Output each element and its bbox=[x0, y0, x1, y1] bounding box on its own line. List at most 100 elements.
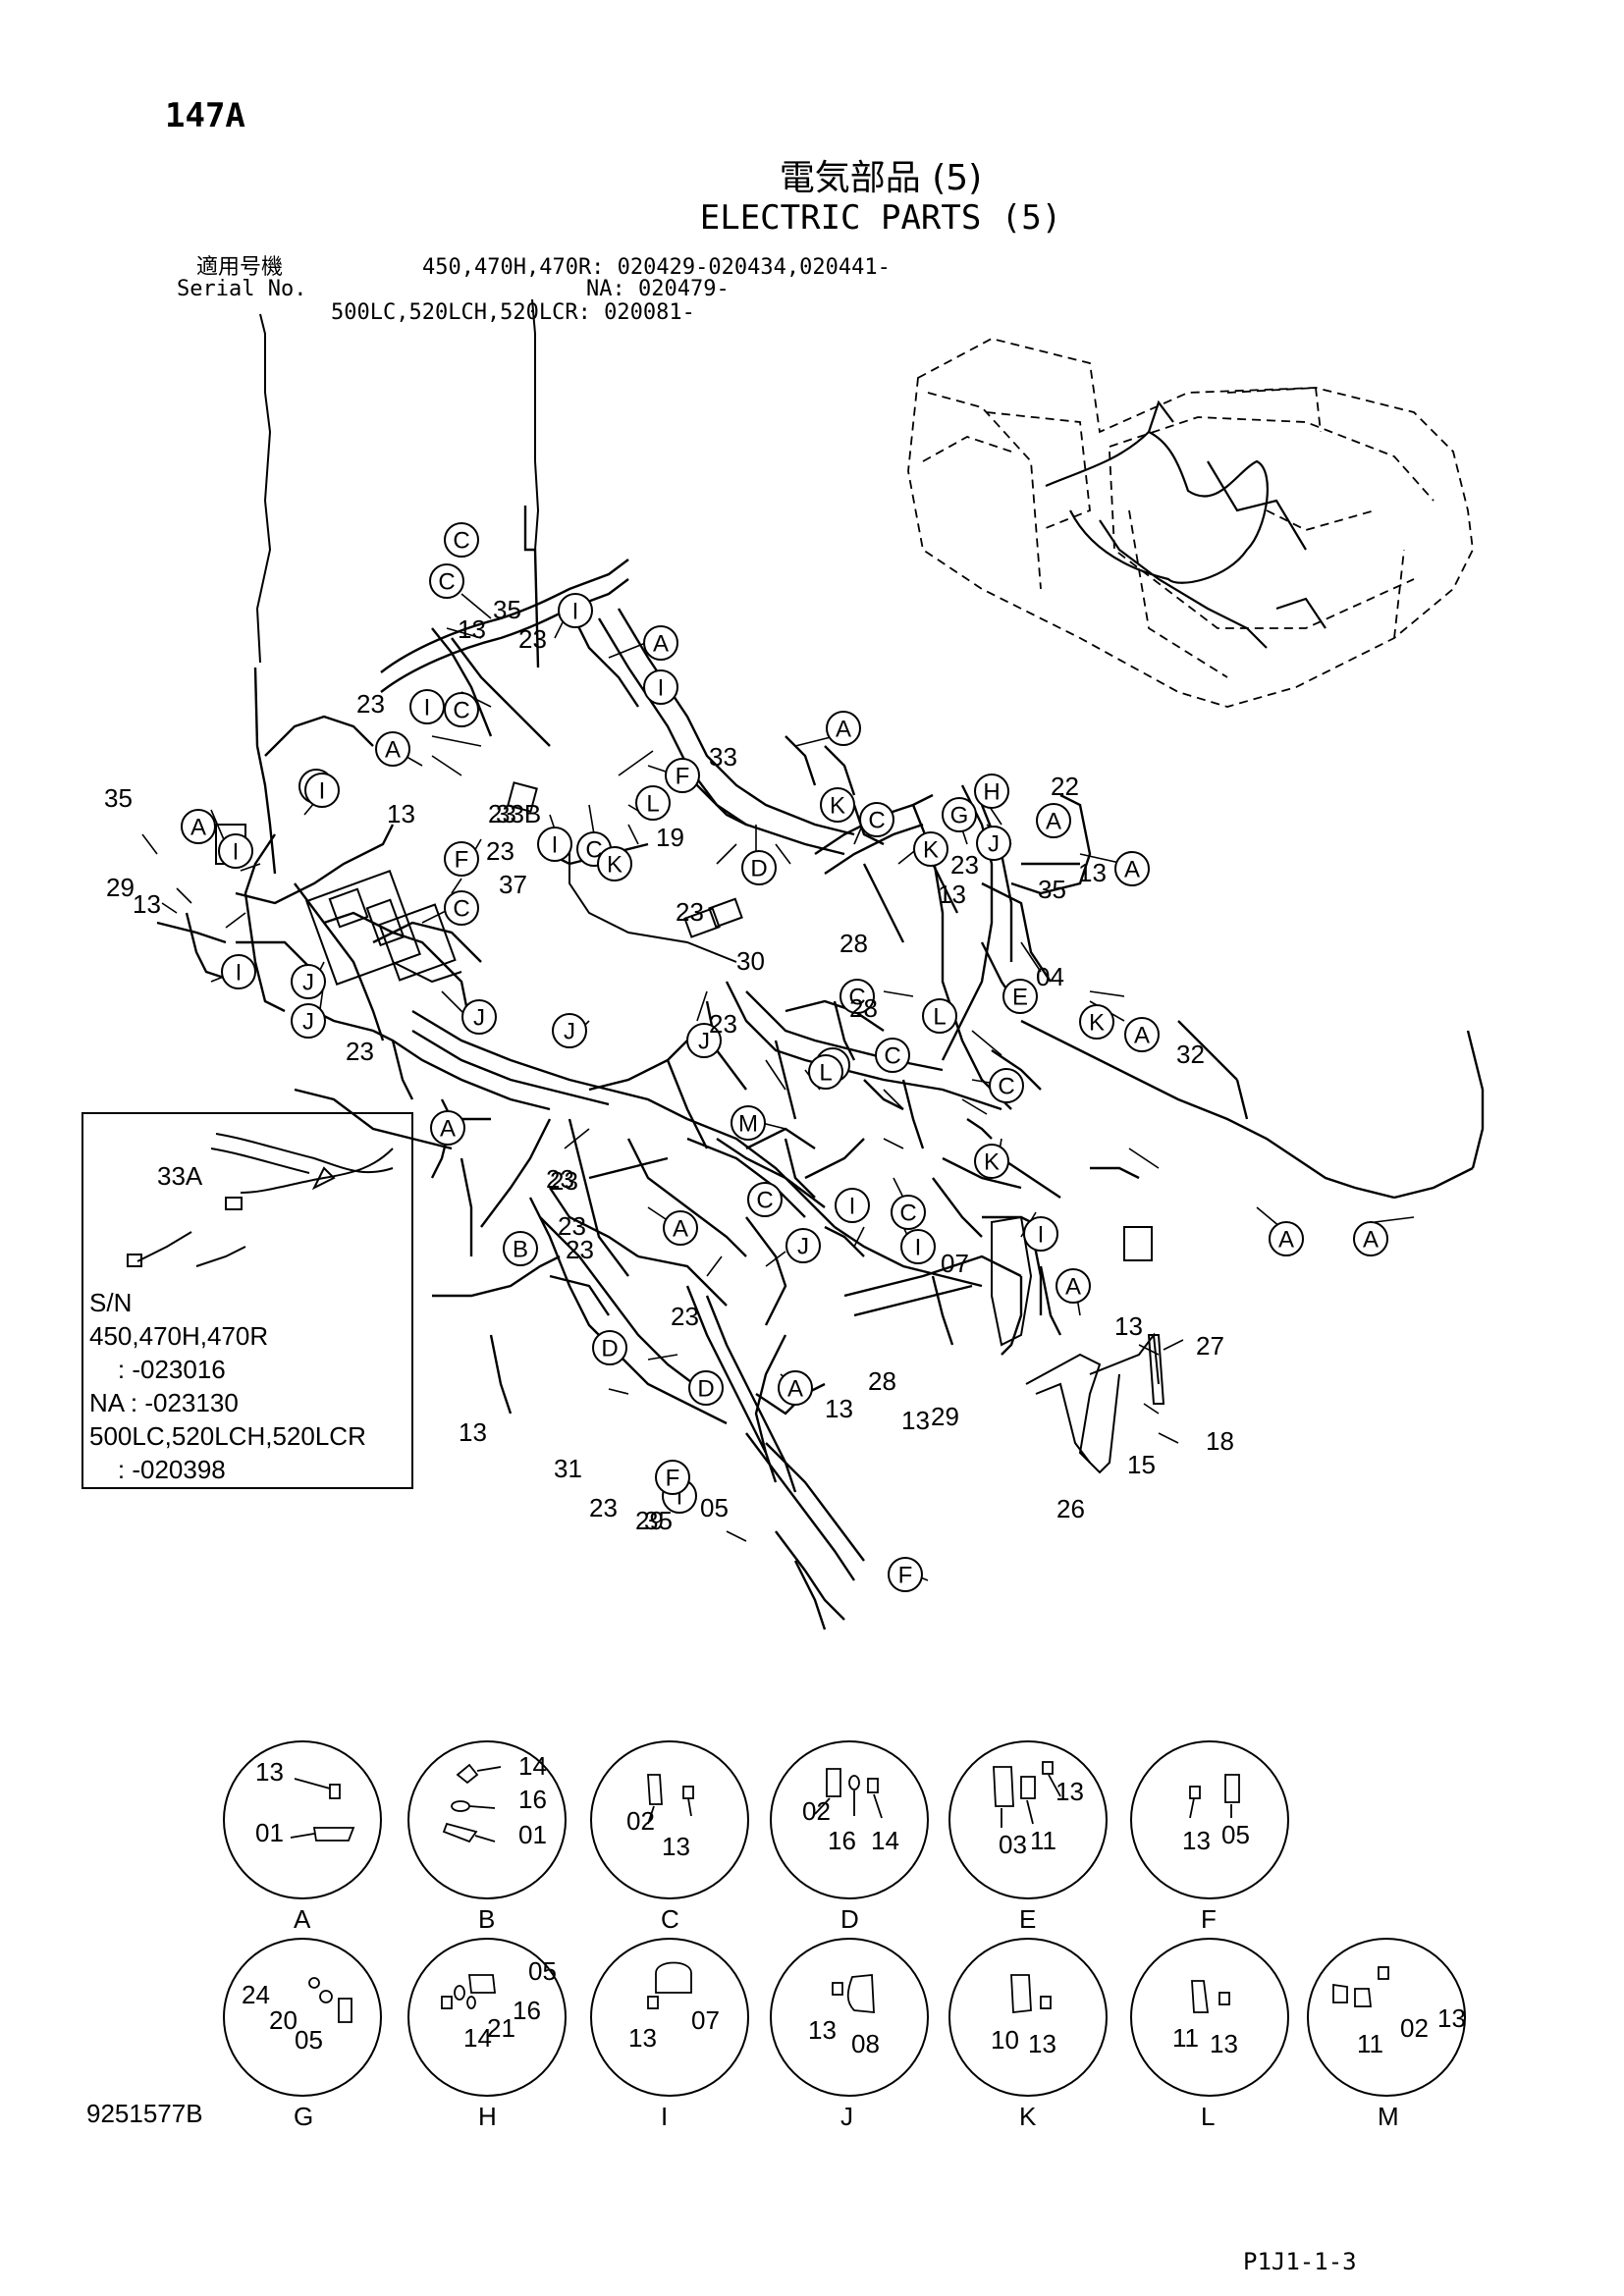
detail-circle-a bbox=[223, 1740, 382, 1899]
part-number-label: 15 bbox=[1127, 1450, 1156, 1479]
serial-line-2: NA: 020479- bbox=[586, 277, 730, 301]
callout-a: A bbox=[1056, 1268, 1091, 1304]
detail-part-label: 13 bbox=[628, 2023, 657, 2053]
callout-j: J bbox=[291, 964, 326, 999]
part-number-label: 28 bbox=[849, 993, 878, 1023]
callout-f: F bbox=[665, 758, 700, 793]
inset-part-label: 33A bbox=[157, 1161, 203, 1191]
part-number-label: 05 bbox=[700, 1493, 729, 1522]
callout-letter: L bbox=[646, 791, 659, 818]
callout-letter: M bbox=[738, 1111, 758, 1138]
callout-letter: C bbox=[868, 808, 885, 834]
callout-letter: C bbox=[453, 698, 469, 724]
part-number-label: 22 bbox=[1051, 772, 1079, 801]
detail-part-label: 16 bbox=[828, 1826, 856, 1855]
detail-part-label: 02 bbox=[1400, 2013, 1429, 2043]
callout-letter: H bbox=[983, 779, 1000, 806]
page-number: 147A bbox=[165, 96, 245, 135]
detail-view-letter: D bbox=[840, 1904, 859, 1934]
callout-a: A bbox=[826, 711, 861, 746]
callout-letter: C bbox=[756, 1188, 773, 1214]
part-number-label: 33B bbox=[496, 799, 541, 828]
serial-inset-box: S/N 450,470H,470R : -023016 NA : -023130… bbox=[81, 1112, 413, 1489]
detail-circle-f bbox=[1130, 1740, 1289, 1899]
callout-j: J bbox=[291, 1003, 326, 1039]
callout-letter: A bbox=[1363, 1227, 1379, 1254]
machine-outline bbox=[907, 338, 1474, 708]
serial-line-1: 450,470H,470R: 020429-020434,020441- bbox=[422, 255, 891, 280]
callout-k: K bbox=[974, 1144, 1009, 1179]
callout-l: L bbox=[808, 1054, 843, 1090]
part-number-label: 23 bbox=[356, 689, 385, 719]
part-number-label: 13 bbox=[1078, 858, 1107, 887]
part-number-label: 35 bbox=[493, 595, 521, 624]
detail-circle-j bbox=[770, 1938, 929, 2097]
part-number-label: 13 bbox=[133, 889, 161, 919]
detail-view-letter: F bbox=[1201, 1904, 1217, 1934]
callout-e: E bbox=[1002, 979, 1038, 1014]
callout-letter: A bbox=[1065, 1274, 1081, 1301]
callout-letter: F bbox=[666, 1466, 680, 1492]
callout-m: M bbox=[731, 1105, 766, 1141]
callout-letter: A bbox=[653, 631, 669, 658]
detail-part-label: 13 bbox=[1056, 1777, 1084, 1806]
detail-part-label: 13 bbox=[1437, 2003, 1466, 2033]
callout-letter: I bbox=[552, 832, 559, 859]
detail-part-label: 24 bbox=[242, 1980, 270, 2009]
callout-i: I bbox=[304, 773, 340, 808]
detail-circle-k bbox=[948, 1938, 1108, 2097]
detail-part-label: 10 bbox=[991, 2025, 1019, 2055]
detail-view-letter: E bbox=[1019, 1904, 1036, 1934]
bracket-07 bbox=[991, 1215, 1033, 1347]
detail-part-label: 05 bbox=[1221, 1820, 1250, 1849]
callout-letter: C bbox=[899, 1201, 916, 1227]
callout-c: C bbox=[859, 802, 894, 837]
detail-parts bbox=[290, 1761, 1389, 2023]
detail-part-label: 03 bbox=[999, 1830, 1027, 1859]
callout-letter: I bbox=[233, 839, 240, 866]
callout-i: I bbox=[643, 669, 678, 705]
callout-letter: A bbox=[440, 1116, 456, 1143]
detail-part-label: 11 bbox=[1357, 2029, 1383, 2058]
callout-letter: C bbox=[453, 528, 469, 555]
part-number-label: 30 bbox=[736, 946, 765, 976]
callout-c: C bbox=[444, 890, 479, 926]
detail-part-label: 05 bbox=[528, 1956, 557, 1986]
callout-letter: I bbox=[915, 1235, 922, 1261]
callout-letter: K bbox=[607, 852, 623, 879]
callout-letter: D bbox=[750, 856, 767, 882]
callout-i: I bbox=[1023, 1216, 1058, 1252]
part-number-label: 13 bbox=[459, 1417, 487, 1447]
detail-part-label: 13 bbox=[1210, 2029, 1238, 2058]
callout-letter: I bbox=[572, 599, 579, 625]
detail-view-letter: J bbox=[840, 2102, 853, 2131]
detail-part-label: 01 bbox=[518, 1820, 547, 1849]
callout-a: A bbox=[1353, 1221, 1388, 1256]
detail-part-label: 11 bbox=[1030, 1826, 1056, 1855]
part-number-label: 23 bbox=[486, 836, 514, 866]
callout-a: A bbox=[1036, 803, 1071, 838]
callout-i: I bbox=[221, 954, 256, 989]
part-number-label: 23 bbox=[546, 1164, 574, 1194]
callout-letter: A bbox=[1124, 857, 1140, 883]
detail-circle-m bbox=[1307, 1938, 1466, 2097]
part-number-label: 23 bbox=[950, 850, 979, 880]
detail-part-label: 13 bbox=[1182, 1826, 1211, 1855]
callout-a: A bbox=[1114, 851, 1150, 886]
callout-letter: K bbox=[984, 1149, 1000, 1176]
detail-circle-h bbox=[407, 1938, 567, 2097]
title-japanese: 電気部品 (5) bbox=[779, 158, 983, 198]
callout-j: J bbox=[785, 1228, 821, 1263]
callout-g: G bbox=[942, 797, 977, 832]
serial-label-jp: 適用号機 bbox=[196, 255, 284, 280]
callout-c: C bbox=[891, 1195, 926, 1230]
part-number-label: 23 bbox=[709, 1009, 737, 1039]
detail-part-label: 13 bbox=[808, 2015, 837, 2045]
callout-a: A bbox=[181, 809, 216, 844]
callout-letter: I bbox=[849, 1194, 856, 1220]
callout-a: A bbox=[778, 1370, 813, 1406]
callout-letter: J bbox=[988, 831, 1000, 858]
part-number-label: 29 bbox=[931, 1402, 959, 1431]
callout-letter: F bbox=[676, 764, 690, 790]
